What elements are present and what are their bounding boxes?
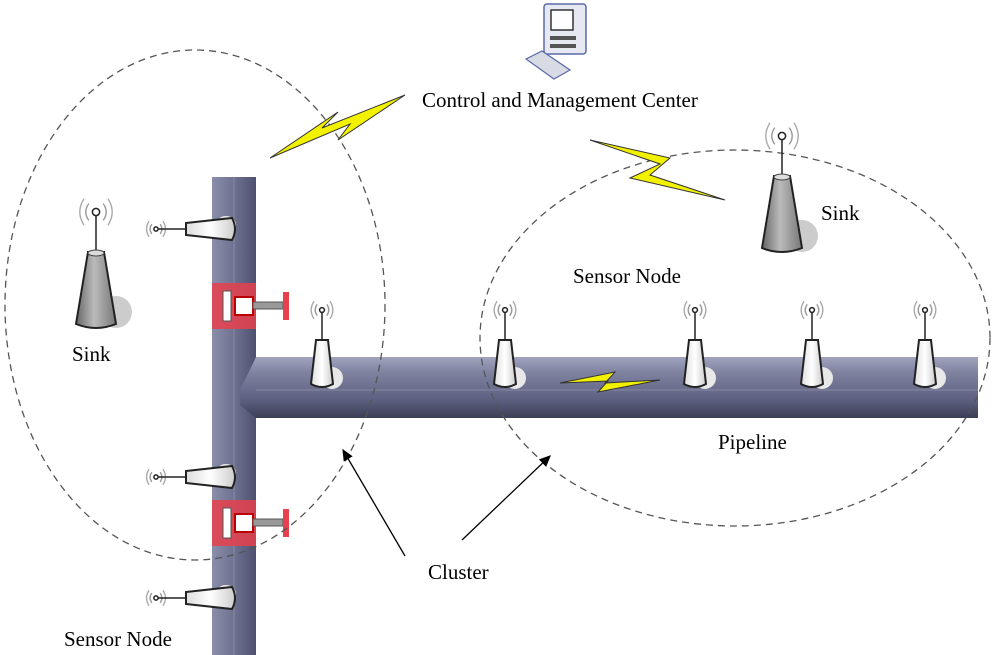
- sensor-node-icon: [682, 300, 716, 389]
- cluster-left-outline: [4, 49, 386, 561]
- sensor-node-top-label: Sensor Node: [573, 264, 681, 288]
- sensor-node-icon: [309, 300, 343, 389]
- sensor-node-icon: [912, 300, 946, 389]
- lightning-icon: [589, 139, 726, 201]
- sensor-node-icon: [799, 300, 833, 389]
- wireless-links: [269, 94, 726, 393]
- pipeline-label: Pipeline: [718, 430, 787, 454]
- valve-icon: [212, 500, 289, 546]
- lightning-icon: [559, 371, 661, 393]
- arrow-icon: [342, 448, 406, 557]
- sensor-node-icon: [492, 300, 526, 389]
- valve-icon: [212, 283, 289, 329]
- control-center-label: Control and Management Center: [422, 88, 698, 112]
- sensor-node-icon: [145, 585, 236, 611]
- sensor-nodes: [145, 216, 946, 611]
- sensor-node-bottom-label: Sensor Node: [64, 627, 172, 651]
- sink-antenna-icon: [760, 122, 818, 253]
- lightning-icon: [269, 94, 406, 159]
- sink-antenna-icon: [74, 198, 132, 329]
- pipeline: [212, 177, 978, 655]
- sink-right-label: Sink: [821, 201, 860, 225]
- cluster-right-outline: [479, 149, 991, 527]
- sensor-node-icon: [145, 216, 236, 242]
- valves: [212, 283, 289, 546]
- computer-icon: [524, 3, 587, 80]
- sensor-node-icon: [145, 464, 236, 490]
- sink-left-label: Sink: [72, 342, 111, 366]
- sinks: [74, 122, 818, 329]
- cluster-label: Cluster: [428, 560, 489, 584]
- arrow-icon: [461, 455, 551, 541]
